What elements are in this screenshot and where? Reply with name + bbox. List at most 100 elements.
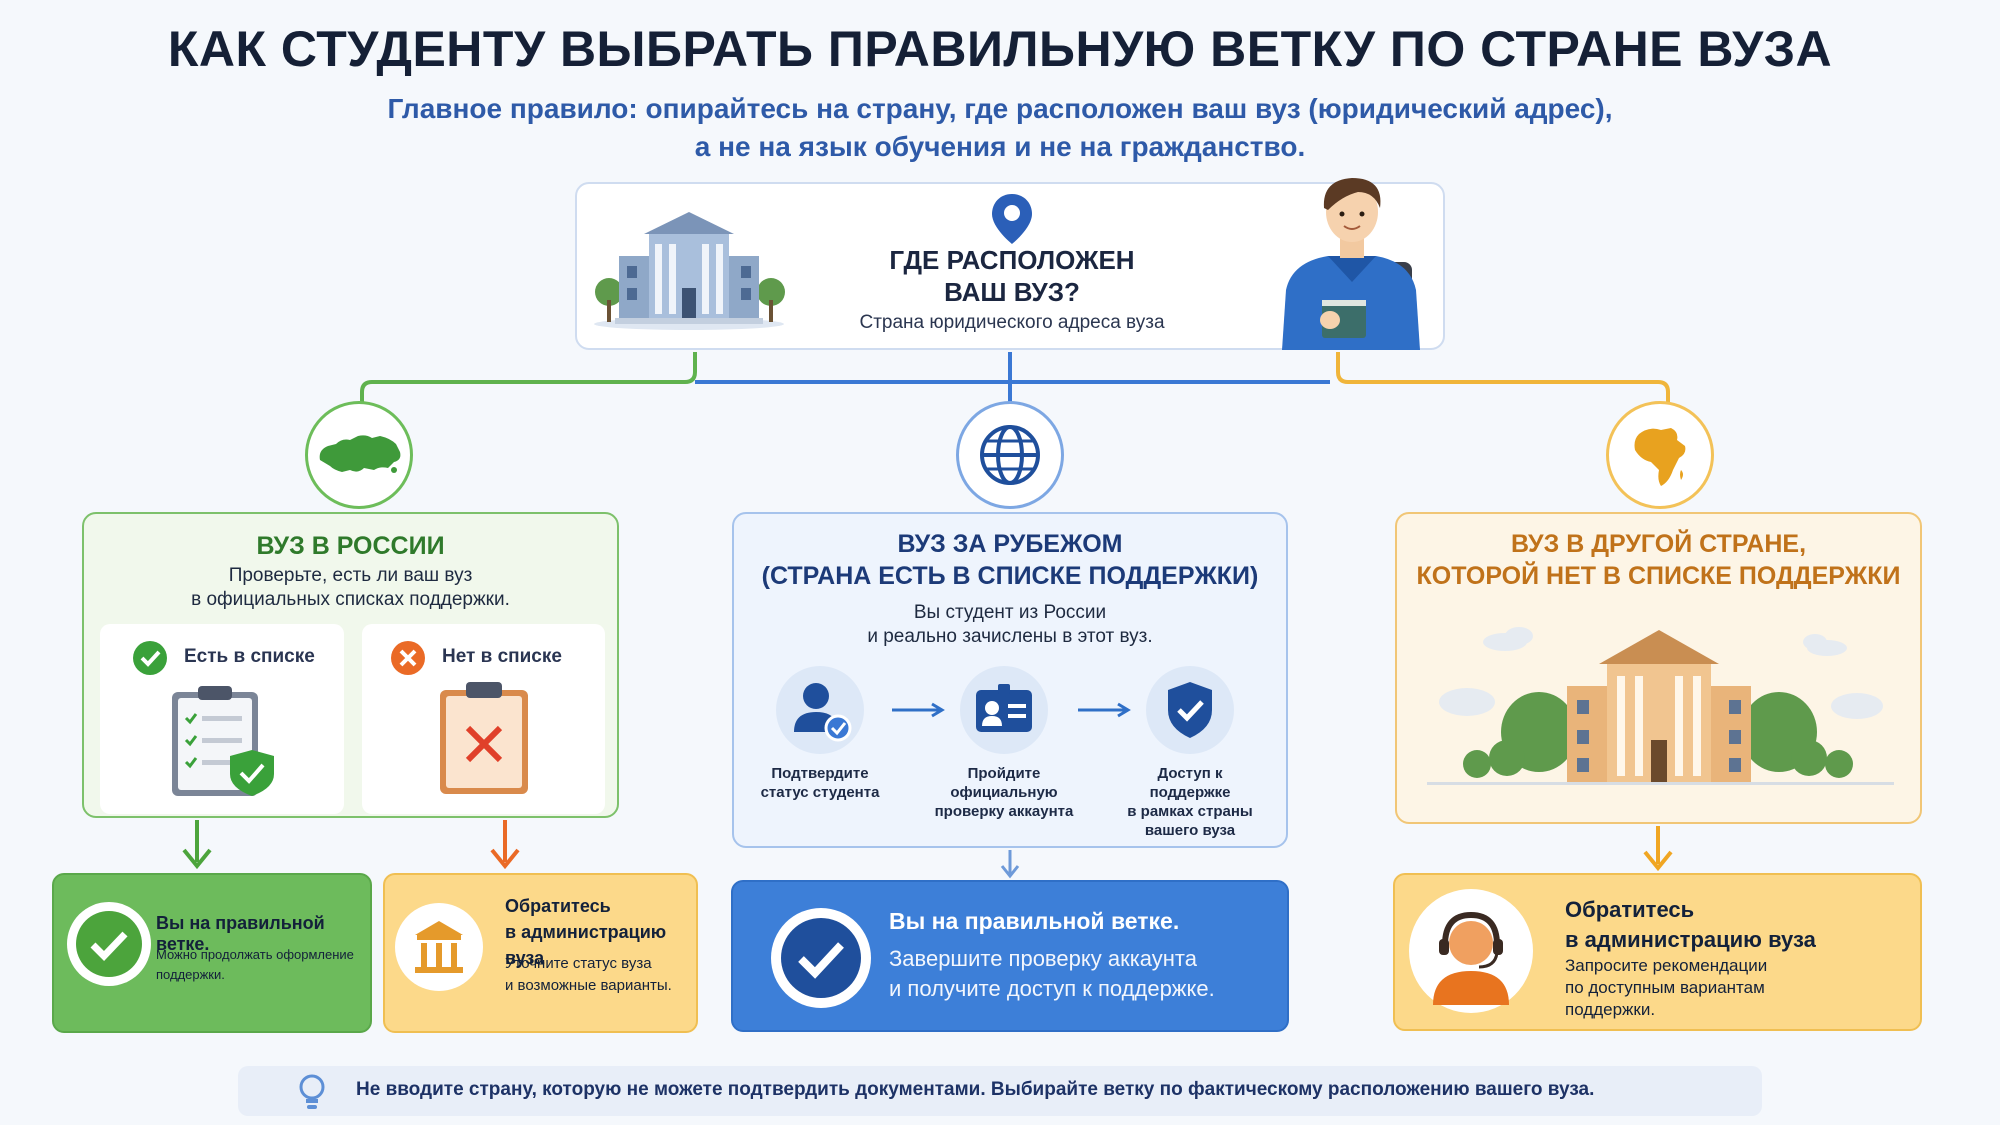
russia-correct-title: Вы на правильной ветке. <box>156 913 325 954</box>
in-list-panel: Есть в списке <box>100 624 344 814</box>
footer-note-text: Не вводите страну, которую не можете под… <box>356 1079 1595 1100</box>
other-country-branch-card: ВУЗ В ДРУГОЙ СТРАНЕ, КОТОРОЙ НЕТ В СПИСК… <box>1395 512 1922 824</box>
step-1-text-line-2: статус студента <box>760 784 880 801</box>
footer-note: Не вводите страну, которую не можете под… <box>238 1066 1762 1116</box>
africa-map-icon <box>1634 428 1686 486</box>
main-rule: Главное правило: опирайтесь на страну, г… <box>0 90 2000 166</box>
russia-branch-text-line-2: в официальных списках поддержки. <box>191 589 510 610</box>
support-operator-icon <box>1409 889 1533 1013</box>
location-question-box: ГДЕ РАСПОЛОЖЕН ВАШ ВУЗ? Страна юридическ… <box>575 178 1447 350</box>
foreign-university-illustration <box>1427 627 1894 785</box>
other-admin-title-line-2: в администрацию вуза <box>1565 927 1816 952</box>
step-3-circle <box>1146 666 1234 754</box>
russia-branch-circle <box>305 401 413 509</box>
russia-admin-title: Обратитесь в администрацию вуза <box>505 893 696 971</box>
other-country-branch-circle <box>1606 401 1714 509</box>
step-arrow-2 <box>1078 702 1131 718</box>
other-country-branch-title: ВУЗ В ДРУГОЙ СТРАНЕ, КОТОРОЙ НЕТ В СПИСК… <box>1397 528 1920 592</box>
russia-correct-text-line-2: поддержки. <box>156 967 225 982</box>
arrow-down-blue <box>1000 850 1020 879</box>
step-3-text: Доступ к поддержке в рамках страны вашег… <box>1105 764 1275 840</box>
other-country-contact-admin-result: Обратитесь в администрацию вуза Запросит… <box>1393 873 1922 1031</box>
location-question-subtext: Страна юридического адреса вуза <box>859 312 1165 333</box>
location-question-line-1: ГДЕ РАСПОЛОЖЕН <box>889 245 1135 275</box>
not-in-list-panel: Нет в списке <box>362 624 605 814</box>
step-3-text-line-1: Доступ к <box>1157 765 1223 782</box>
other-admin-title-line-1: Обратитесь <box>1565 897 1695 922</box>
russia-correct-text-line-1: Можно продолжать оформление <box>156 947 354 962</box>
russia-branch-title: ВУЗ В РОССИИ <box>256 532 445 560</box>
check-circle-icon <box>133 641 167 675</box>
other-country-branch-title-line-2: КОТОРОЙ НЕТ В СПИСКЕ ПОДДЕРЖКИ <box>1416 562 1901 590</box>
lightbulb-icon <box>299 1074 325 1109</box>
step-2-text: Пройдите официальную проверку аккаунта <box>919 764 1089 821</box>
abroad-correct-text-line-1: Завершите проверку аккаунта <box>889 946 1197 971</box>
abroad-branch-card: ВУЗ ЗА РУБЕЖОМ (СТРАНА ЕСТЬ В СПИСКЕ ПОД… <box>732 512 1288 848</box>
russia-admin-text-line-1: Уточните статус вуза <box>505 955 652 972</box>
step-2-circle <box>960 666 1048 754</box>
russia-admin-text: Уточните статус вуза и возможные вариант… <box>505 953 672 997</box>
shield-check-icon <box>1168 682 1212 738</box>
rejected-clipboard-icon <box>440 682 528 794</box>
step-2-text-line-2: официальную <box>950 784 1058 801</box>
step-1-circle <box>776 666 864 754</box>
not-in-list-label: Нет в списке <box>442 646 562 667</box>
step-arrow-1 <box>892 702 945 718</box>
russia-correct-branch-result: Вы на правильной ветке. Можно продолжать… <box>52 873 372 1033</box>
abroad-correct-text-line-2: и получите доступ к поддержке. <box>889 976 1215 1001</box>
russia-admin-title-line-1: Обратитесь <box>505 896 611 916</box>
abroad-branch-text: Вы студент из России и реально зачислены… <box>734 601 1286 649</box>
russia-correct-text: Можно продолжать оформление поддержки. <box>156 945 354 985</box>
step-2-text-line-1: Пройдите <box>967 765 1041 782</box>
in-list-label: Есть в списке <box>184 646 315 667</box>
step-1-text-line-1: Подтвердите <box>771 765 869 782</box>
university-building-icon <box>594 212 785 330</box>
other-admin-text-line-2: по доступным вариантам <box>1565 978 1765 997</box>
step-2-text-line-3: проверку аккаунта <box>934 803 1074 820</box>
step-1-text: Подтвердите статус студента <box>735 764 905 802</box>
check-badge-icon <box>771 908 871 1008</box>
other-admin-title: Обратитесь в администрацию вуза <box>1565 895 1816 955</box>
location-question: ГДЕ РАСПОЛОЖЕН ВАШ ВУЗ? <box>577 244 1447 308</box>
abroad-correct-branch-result: Вы на правильной ветке. Завершите провер… <box>731 880 1289 1032</box>
russia-branch-card: ВУЗ В РОССИИ Проверьте, есть ли ваш вуз … <box>82 512 619 818</box>
abroad-branch-title-line-1: ВУЗ ЗА РУБЕЖОМ <box>897 530 1123 558</box>
abroad-branch-text-line-2: и реально зачислены в этот вуз. <box>867 626 1153 647</box>
other-admin-text: Запросите рекомендации по доступным вари… <box>1565 955 1767 1021</box>
checklist-clipboard-icon <box>172 686 274 796</box>
arrow-down-yellow <box>1643 826 1673 872</box>
other-admin-text-line-1: Запросите рекомендации <box>1565 956 1768 975</box>
abroad-correct-title: Вы на правильной ветке. <box>889 908 1180 934</box>
arrow-down-orange <box>490 820 520 870</box>
check-badge-icon <box>67 902 151 986</box>
russia-admin-text-line-2: и возможные варианты. <box>505 977 672 994</box>
student-illustration <box>1282 178 1420 350</box>
step-3-text-line-4: вашего вуза <box>1144 822 1236 839</box>
admin-building-icon <box>395 903 483 991</box>
russia-branch-text: Проверьте, есть ли ваш вуз в официальных… <box>84 564 617 612</box>
abroad-branch-title: ВУЗ ЗА РУБЕЖОМ (СТРАНА ЕСТЬ В СПИСКЕ ПОД… <box>734 528 1286 592</box>
abroad-branch-circle <box>956 401 1064 509</box>
verified-student-icon <box>794 683 852 742</box>
other-admin-text-line-3: поддержки. <box>1565 1000 1656 1019</box>
russia-contact-admin-result: Обратитесь в администрацию вуза Уточните… <box>383 873 698 1033</box>
page-title: КАК СТУДЕНТУ ВЫБРАТЬ ПРАВИЛЬНУЮ ВЕТКУ ПО… <box>167 21 1833 77</box>
location-question-line-2: ВАШ ВУЗ? <box>944 277 1080 307</box>
russia-admin-title-line-2: в администрацию вуза <box>505 922 667 968</box>
abroad-correct-text: Завершите проверку аккаунта и получите д… <box>889 944 1215 1004</box>
cross-circle-icon <box>391 641 425 675</box>
location-pin-icon <box>992 194 1032 244</box>
arrow-down-green <box>182 820 212 870</box>
abroad-branch-text-line-1: Вы студент из России <box>913 602 1107 623</box>
main-rule-line-2: а не на язык обучения и не на гражданств… <box>694 131 1306 162</box>
step-3-text-line-2: поддержке <box>1149 784 1231 801</box>
id-card-icon <box>976 684 1032 732</box>
russia-branch-text-line-1: Проверьте, есть ли ваш вуз <box>228 565 473 586</box>
step-3-text-line-3: в рамках страны <box>1127 803 1253 820</box>
russia-map-icon <box>319 435 401 473</box>
abroad-branch-title-line-2: (СТРАНА ЕСТЬ В СПИСКЕ ПОДДЕРЖКИ) <box>761 562 1259 590</box>
globe-icon <box>980 425 1040 485</box>
main-rule-line-1: Главное правило: опирайтесь на страну, г… <box>387 93 1613 124</box>
other-country-branch-title-line-1: ВУЗ В ДРУГОЙ СТРАНЕ, <box>1510 530 1807 558</box>
